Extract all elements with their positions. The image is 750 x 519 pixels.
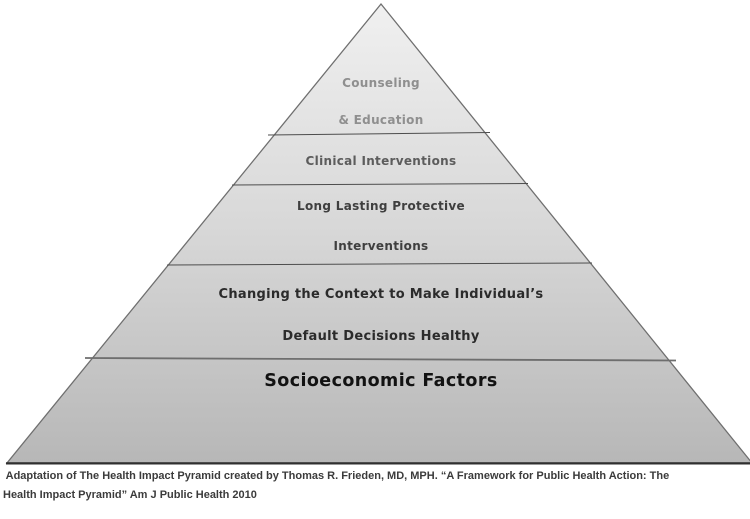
attribution-caption: Adaptation of The Health Impact Pyramid …: [3, 467, 748, 504]
tier-changing-context-line2: Default Decisions Healthy: [282, 329, 480, 344]
divider-tier4-tier5: [84, 357, 677, 362]
tier-counseling-education-line1: Counseling: [342, 76, 420, 90]
tier-long-lasting-protective-line2: Interventions: [333, 239, 429, 253]
divider-tier2-tier3: [231, 183, 529, 186]
caption-line2: Health Impact Pyramid” Am J Public Healt…: [3, 488, 257, 501]
divider-tier1-tier2: [267, 132, 491, 136]
tier-long-lasting-protective-line1: Long Lasting Protective: [297, 199, 465, 213]
tier-socioeconomic-factors-label: Socioeconomic Factors: [264, 371, 498, 391]
caption-line1: Adaptation of The Health Impact Pyramid …: [3, 470, 670, 482]
divider-tier3-tier4: [166, 262, 593, 266]
tier-counseling-education-line2: & Education: [338, 113, 424, 127]
tier-clinical-interventions-label: Clinical Interventions: [305, 154, 457, 168]
pyramid-shape: [5, 2, 750, 464]
tier-changing-context-line1: Changing the Context to Make Individual’…: [218, 287, 544, 302]
